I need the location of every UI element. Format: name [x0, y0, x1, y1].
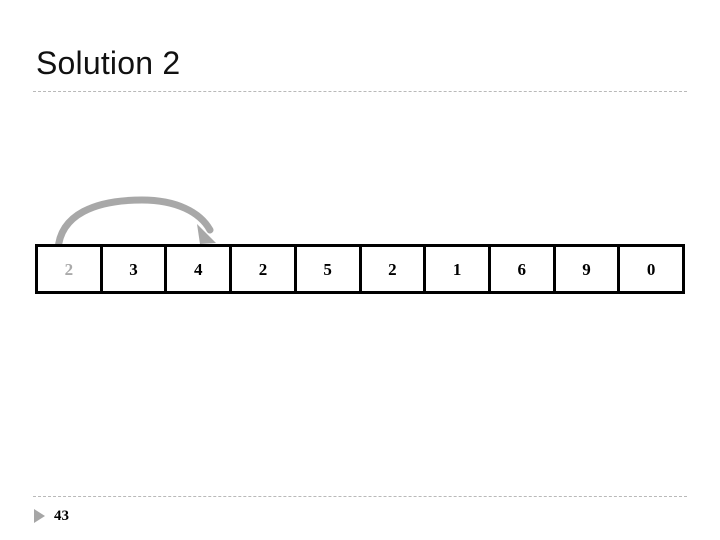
array-cell[interactable]: 2 — [362, 247, 427, 291]
array-cell[interactable]: 0 — [646, 259, 656, 279]
number-array: 2 3 4 2 5 2 1 6 9 0 — [35, 244, 685, 294]
page-number: 43 — [54, 507, 69, 524]
array-cell[interactable]: 2 — [232, 247, 297, 291]
title-divider — [33, 91, 687, 92]
footer-divider — [33, 496, 687, 497]
array-cell[interactable]: 9 — [556, 247, 621, 291]
triangle-right-icon — [34, 509, 45, 523]
array-cell[interactable]: 4 — [167, 247, 233, 291]
array-cell[interactable]: 3 — [103, 247, 168, 291]
array-cell[interactable]: 5 — [297, 247, 362, 291]
array-cell[interactable]: 1 — [426, 247, 491, 291]
slide-footer: 43 — [34, 505, 69, 527]
page-title: Solution 2 — [36, 45, 181, 81]
array-cell[interactable]: 6 — [491, 247, 556, 291]
array-cell[interactable]: 2 — [38, 247, 103, 291]
